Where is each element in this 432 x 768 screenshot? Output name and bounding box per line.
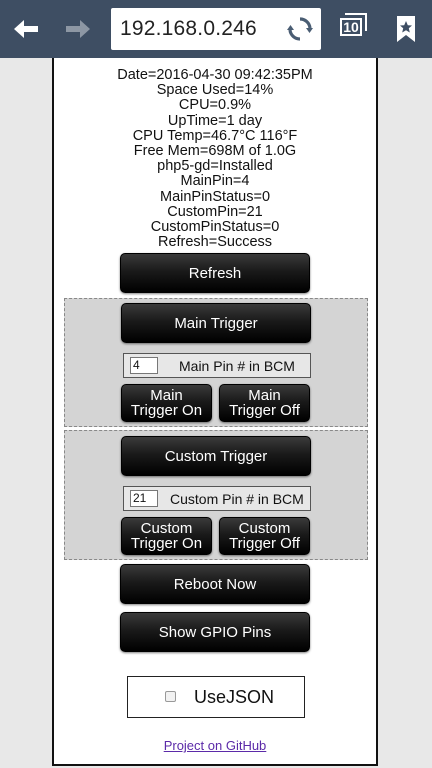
main-pin-label: Main Pin # in BCM bbox=[179, 358, 295, 374]
status-refresh: Refresh=Success bbox=[157, 234, 273, 251]
reload-icon[interactable] bbox=[285, 14, 315, 44]
url-text[interactable]: 192.168.0.246 bbox=[120, 17, 257, 40]
main-trigger-off-button[interactable]: Main Trigger Off bbox=[219, 384, 310, 422]
bookmark-icon bbox=[397, 16, 415, 42]
status-cpu: CPU=0.9% bbox=[178, 97, 252, 114]
custom-pin-row: 21 Custom Pin # in BCM bbox=[123, 486, 311, 511]
main-pin-row: 4 Main Pin # in BCM bbox=[123, 353, 311, 378]
custom-trigger-on-button[interactable]: Custom Trigger On bbox=[121, 517, 212, 555]
use-json-label[interactable]: UseJSON bbox=[194, 687, 275, 707]
main-trigger-on-button[interactable]: Main Trigger On bbox=[121, 384, 212, 422]
status-date: Date=2016-04-30 09:42:35PM bbox=[117, 67, 313, 83]
back-button[interactable] bbox=[0, 0, 52, 58]
tabs-icon: 10 bbox=[328, 0, 380, 58]
tabs-button[interactable]: 10 bbox=[328, 0, 380, 58]
bookmark-button[interactable] bbox=[380, 0, 432, 58]
address-bar[interactable]: 192.168.0.246 bbox=[111, 8, 321, 50]
forward-button[interactable] bbox=[52, 0, 104, 58]
status-custom-pin-status: CustomPinStatus=0 bbox=[150, 219, 280, 236]
github-link[interactable]: Project on GitHub bbox=[163, 738, 267, 753]
page-container: Date=2016-04-30 09:42:35PM Space Used=14… bbox=[52, 58, 378, 766]
main-pin-input[interactable]: 4 bbox=[130, 357, 158, 374]
status-main-pin-status: MainPinStatus=0 bbox=[159, 188, 271, 205]
use-json-box: UseJSON bbox=[127, 676, 305, 718]
back-arrow-icon bbox=[14, 20, 38, 38]
status-free-mem: Free Mem=698M of 1.0G bbox=[133, 143, 297, 160]
status-cpu-temp: CPU Temp=46.7°C 116°F bbox=[132, 127, 298, 144]
main-trigger-button[interactable]: Main Trigger bbox=[121, 303, 311, 343]
custom-trigger-off-button[interactable]: Custom Trigger Off bbox=[219, 517, 310, 555]
reboot-button[interactable]: Reboot Now bbox=[120, 564, 310, 604]
custom-trigger-button[interactable]: Custom Trigger bbox=[121, 436, 311, 476]
custom-pin-input[interactable]: 21 bbox=[130, 490, 158, 507]
refresh-button[interactable]: Refresh bbox=[120, 253, 310, 293]
show-gpio-button[interactable]: Show GPIO Pins bbox=[120, 612, 310, 652]
forward-arrow-icon bbox=[66, 20, 90, 38]
status-php5-gd: php5-gd=Installed bbox=[157, 158, 273, 175]
tab-count: 10 bbox=[340, 18, 362, 36]
main-trigger-panel: Main Trigger 4 Main Pin # in BCM Main Tr… bbox=[64, 298, 368, 427]
status-block: Date=2016-04-30 09:42:35PM Space Used=14… bbox=[54, 67, 376, 251]
custom-trigger-panel: Custom Trigger 21 Custom Pin # in BCM Cu… bbox=[64, 430, 368, 560]
use-json-checkbox[interactable] bbox=[165, 691, 176, 702]
status-uptime: UpTime=1 day bbox=[167, 112, 263, 129]
status-space-used: Space Used=14% bbox=[156, 82, 274, 99]
browser-toolbar: 192.168.0.246 10 bbox=[0, 0, 432, 58]
status-main-pin: MainPin=4 bbox=[180, 173, 250, 190]
status-custom-pin: CustomPin=21 bbox=[167, 203, 263, 220]
custom-pin-label: Custom Pin # in BCM bbox=[170, 491, 304, 507]
